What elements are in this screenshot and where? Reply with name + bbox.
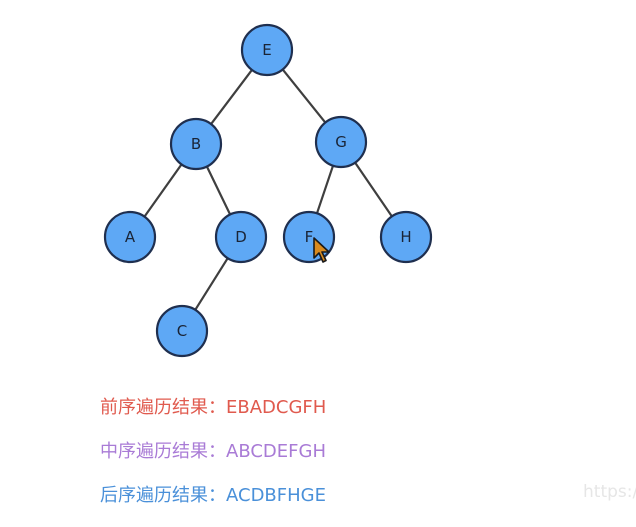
preorder-result: 前序遍历结果：EBADCGFH [100,395,326,439]
node-circle [169,117,223,171]
node-C: C [155,304,209,358]
edge-G-H [354,161,393,218]
node-label: C [177,322,187,340]
inorder-label: 中序遍历结果： [100,441,226,462]
traversal-results: 前序遍历结果：EBADCGFH 中序遍历结果：ABCDEFGH 后序遍历结果：A… [100,395,326,527]
node-label: A [125,228,136,246]
node-label: E [262,41,271,59]
node-E: E [240,23,294,77]
node-G: G [314,115,368,169]
node-label: B [191,135,201,153]
node-B: B [169,117,223,171]
node-circle [379,210,433,264]
node-D: D [214,210,268,264]
preorder-value: EBADCGFH [226,397,327,418]
inorder-value: ABCDEFGH [226,441,326,462]
node-circle [214,210,268,264]
mouse-cursor-icon [313,237,330,263]
postorder-result: 后序遍历结果：ACDBFHGE [100,483,326,527]
edge-E-B [209,68,254,126]
edge-G-F [315,164,335,215]
node-H: H [379,210,433,264]
node-circle [103,210,157,264]
edge-D-C [194,257,229,311]
preorder-label: 前序遍历结果： [100,397,226,418]
node-circle [155,304,209,358]
node-label: D [235,228,247,246]
node-label: H [400,228,411,246]
edge-B-A [143,163,183,218]
node-label: G [335,133,347,151]
node-circle [314,115,368,169]
postorder-value: ACDBFHGE [226,485,326,506]
inorder-result: 中序遍历结果：ABCDEFGH [100,439,326,483]
edge-B-D [205,165,232,216]
node-label: F [305,228,314,246]
watermark-text: https:/ [583,482,636,502]
node-circle [240,23,294,77]
edge-E-G [281,68,327,124]
postorder-label: 后序遍历结果： [100,485,226,506]
node-A: A [103,210,157,264]
